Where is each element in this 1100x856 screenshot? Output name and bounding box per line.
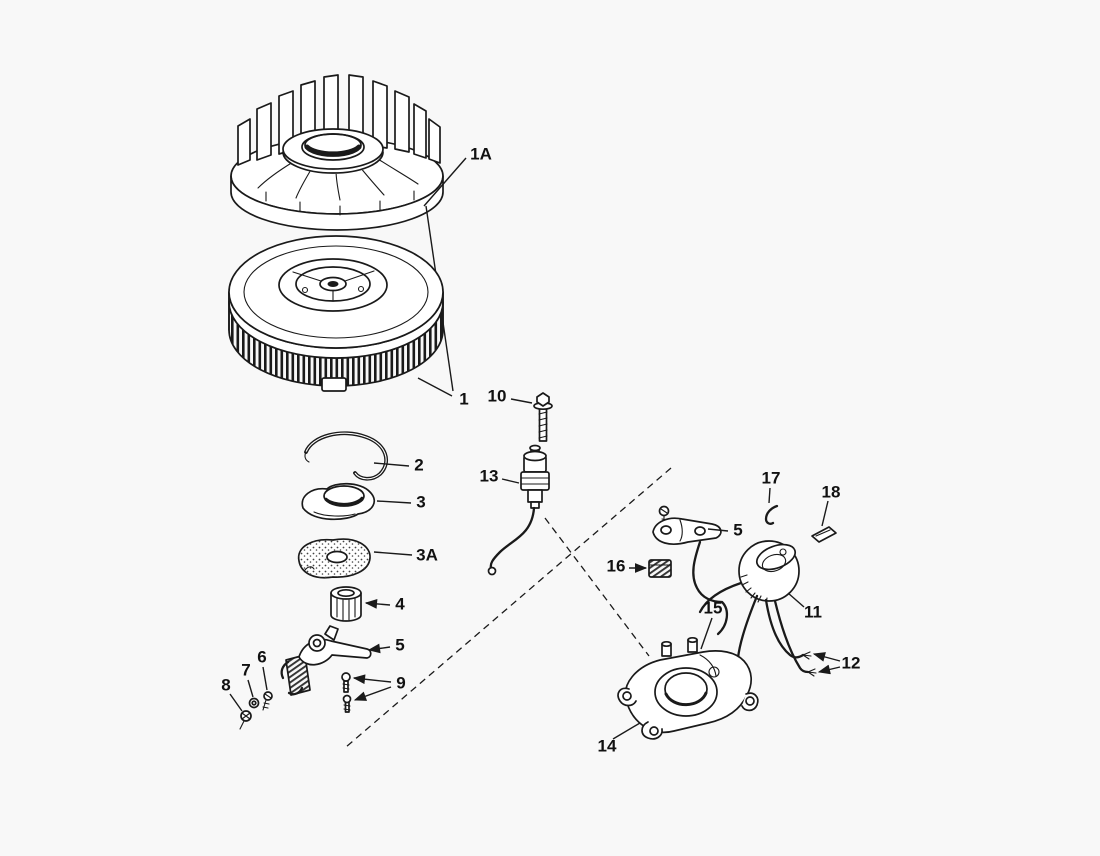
part-label-5: 5 <box>395 635 404 654</box>
fastener-nut-8 <box>239 710 252 730</box>
leader-line-11 <box>787 592 805 608</box>
flat-clip <box>811 526 837 543</box>
screws-9 <box>341 672 352 713</box>
part-label-12: 12 <box>842 653 861 672</box>
part-label-16: 16 <box>607 556 626 575</box>
stator-bracket <box>652 505 722 545</box>
plunger-wire <box>489 506 536 570</box>
fastener-screw-6 <box>262 691 273 711</box>
leader-line-8 <box>229 693 243 712</box>
leader-line-9 <box>352 674 392 685</box>
part-label-13: 13 <box>480 466 499 485</box>
leader-line-6 <box>262 666 268 691</box>
part-label-5: 5 <box>733 520 742 539</box>
part-label-18: 18 <box>822 482 841 501</box>
leader-line-2 <box>373 462 410 467</box>
leader-line-17 <box>768 487 771 504</box>
fan-hub <box>282 128 384 174</box>
part-label-8: 8 <box>221 675 230 694</box>
leader-line-12 <box>817 664 841 675</box>
leader-line-12 <box>812 652 841 662</box>
bushing <box>330 586 362 622</box>
flywheel <box>228 235 444 392</box>
fastener-washer-7 <box>248 697 260 709</box>
part-label-17: 17 <box>762 468 781 487</box>
flywheel-fan <box>230 74 444 231</box>
part-label-1: 1 <box>459 389 468 408</box>
part-label-7: 7 <box>241 660 250 679</box>
part-label-3: 3 <box>416 492 425 511</box>
cam-plate <box>301 482 375 521</box>
leader-line-14 <box>612 722 641 740</box>
spring-pin <box>764 504 779 525</box>
leader-line-5 <box>367 643 391 654</box>
leader-line-7 <box>247 679 254 698</box>
friction-plate <box>297 538 371 579</box>
ignition-plunger-assembly <box>487 444 550 576</box>
leader-line-15 <box>700 617 713 650</box>
grommet-block <box>648 559 672 578</box>
part-label-10: 10 <box>488 386 507 405</box>
wire-end-strands <box>802 651 812 660</box>
leader-line-3A <box>373 551 413 556</box>
part-label-9: 9 <box>396 673 405 692</box>
stator-plate <box>617 636 759 740</box>
part-labels: 1A 1 10 2 3 3A 4 5 13 678 9 16 5 17 18 11 15 14 12 <box>221 144 860 755</box>
flywheel-hub <box>278 258 388 312</box>
flywheel-key-tab <box>321 377 347 392</box>
part-label-11: 11 <box>804 602 822 621</box>
part-label-15: 15 <box>704 598 723 617</box>
leader-line-1A <box>423 157 467 207</box>
part-label-3A: 3A <box>416 545 438 564</box>
leader-line-5 <box>707 528 729 532</box>
cam-follower-lever <box>280 625 372 696</box>
part-label-6: 6 <box>257 647 266 666</box>
part-label-14: 14 <box>598 736 617 755</box>
alignment-guides <box>345 467 672 748</box>
part-label-4: 4 <box>395 594 405 613</box>
leader-line-18 <box>821 500 829 527</box>
coil <box>738 540 800 605</box>
leader-line-4 <box>364 599 391 609</box>
leader-line-9 <box>353 686 392 701</box>
leader-line-10 <box>510 398 533 404</box>
leader-line-1 <box>417 377 453 397</box>
retainer-clip <box>304 431 389 481</box>
leader-line-3 <box>376 500 412 504</box>
leader-line-13 <box>501 478 520 484</box>
part-label-1A: 1A <box>470 144 492 163</box>
flywheel-bolt <box>533 392 553 442</box>
part-label-2: 2 <box>414 455 423 474</box>
